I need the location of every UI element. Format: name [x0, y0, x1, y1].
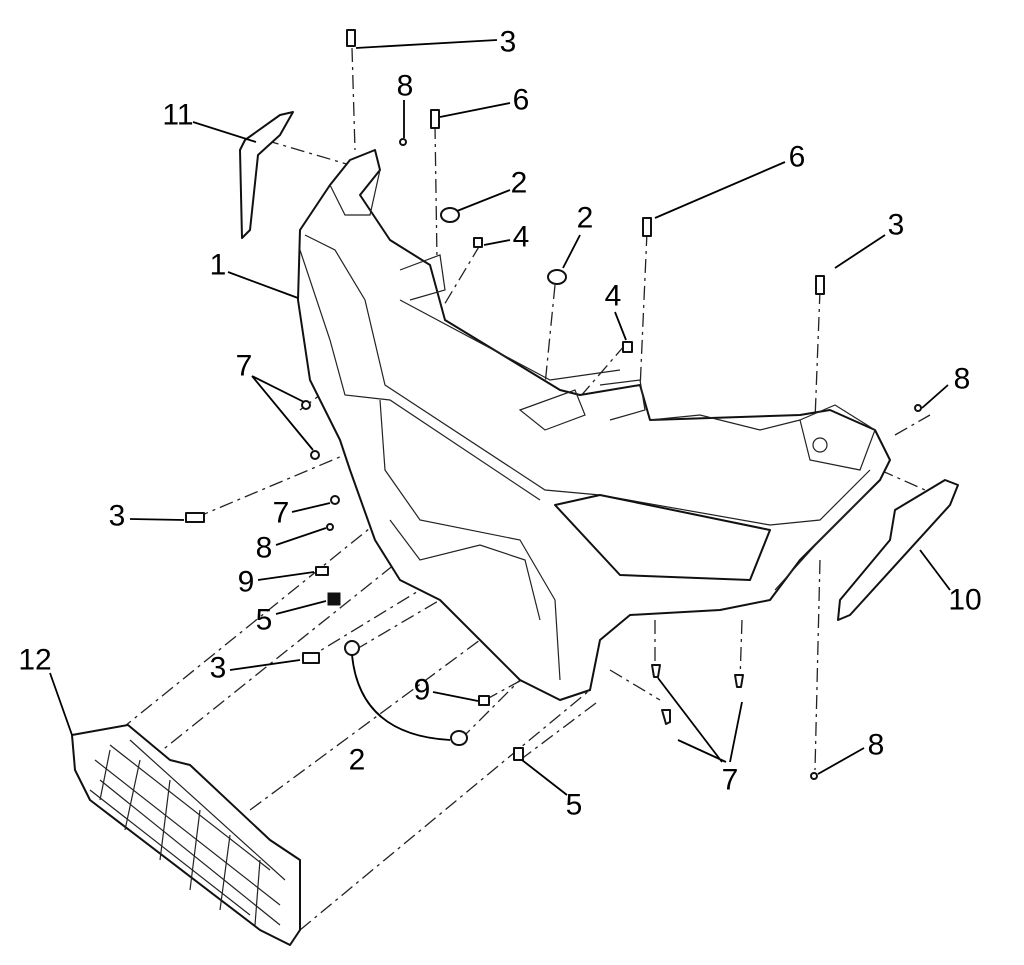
callout-label: 9 [414, 674, 431, 707]
callout-label: 2 [511, 167, 528, 200]
callout-label: 12 [18, 644, 51, 677]
callout-label: 2 [349, 744, 366, 777]
nut-4 [622, 341, 633, 353]
callout-label: 8 [868, 729, 885, 762]
rivet-7 [301, 400, 311, 410]
screw-8 [399, 138, 407, 146]
nut-4 [473, 237, 483, 248]
screw-9 [478, 695, 490, 706]
grommet-2 [440, 207, 460, 223]
bracket-part-10 [837, 479, 959, 621]
callout-label: 2 [577, 202, 594, 235]
callout-label: 3 [888, 209, 905, 242]
callout-label: 8 [256, 532, 273, 565]
rivet-7 [734, 674, 744, 688]
callout-label: 8 [954, 363, 971, 396]
rivet-7 [310, 450, 320, 460]
front-bumper-part-1 [297, 149, 891, 701]
bolt-3 [346, 29, 356, 47]
grommet-2 [344, 640, 360, 656]
grille-part-12 [71, 724, 301, 946]
callout-label: 1 [210, 249, 227, 282]
rivet-7 [330, 495, 340, 505]
rivet-7 [651, 664, 661, 678]
rivet-7 [661, 709, 671, 725]
callouts: 3 8 6 11 6 2 2 4 3 1 4 7 8 3 7 8 9 5 10 … [18, 26, 981, 822]
callout-label: 3 [109, 500, 126, 533]
bracket-part-11 [239, 111, 294, 239]
grommet-2 [547, 269, 567, 285]
callout-label: 5 [256, 604, 273, 637]
screw-8 [810, 772, 818, 780]
bolt-3 [815, 275, 825, 295]
bolt-3 [185, 512, 205, 523]
clip-5 [513, 747, 524, 761]
callout-label: 3 [210, 652, 227, 685]
leader-lines [49, 39, 951, 796]
bolt-6 [430, 109, 440, 129]
screw-8 [326, 523, 334, 531]
callout-label: 3 [500, 26, 517, 59]
bolt-6 [642, 217, 652, 237]
callout-label: 6 [789, 141, 806, 174]
callout-label: 8 [397, 70, 414, 103]
callout-label: 7 [236, 350, 253, 383]
bolt-3 [302, 652, 320, 664]
callout-label: 5 [566, 789, 583, 822]
callout-label: 10 [948, 584, 981, 617]
screw-8 [914, 404, 922, 412]
callout-label: 9 [238, 566, 255, 599]
screw-9 [315, 566, 329, 576]
fasteners [185, 29, 922, 780]
callout-label: 6 [513, 84, 530, 117]
grommet-2 [450, 730, 468, 746]
callout-label: 4 [605, 280, 622, 313]
callout-label: 11 [162, 99, 193, 132]
callout-label: 4 [513, 221, 530, 254]
callout-label: 7 [722, 764, 739, 797]
callout-label: 7 [273, 497, 290, 530]
clip-5 [327, 592, 341, 606]
